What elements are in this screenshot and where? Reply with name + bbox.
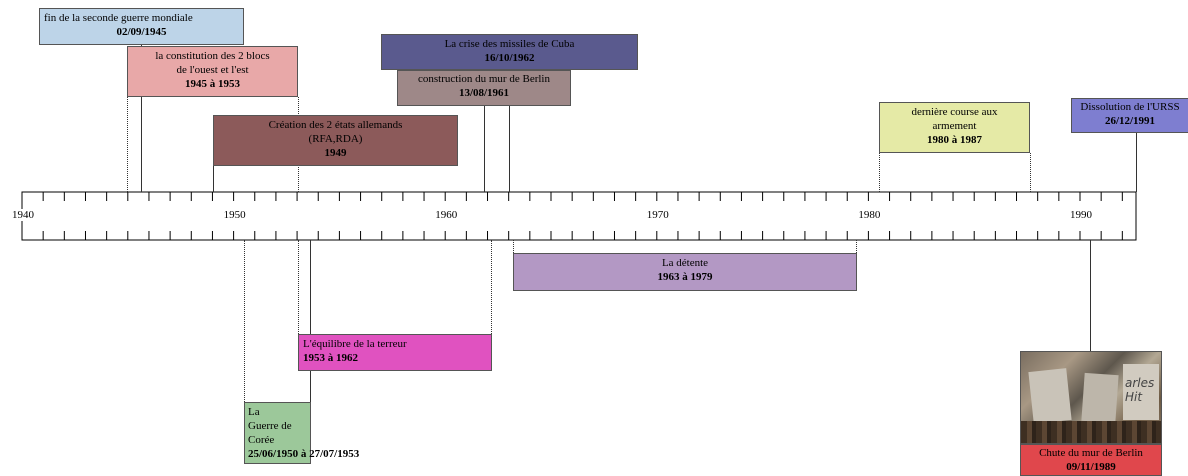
timeline-bar xyxy=(21,191,1137,241)
event-ussr-dissolution[interactable]: Dissolution de l'URSS 26/12/1991 xyxy=(1071,98,1188,133)
connector-line xyxy=(513,240,514,253)
connector-line xyxy=(141,45,142,192)
connector-line xyxy=(879,153,880,192)
connector-line xyxy=(1090,240,1091,351)
berlin-wall-photo: arles Hit xyxy=(1020,351,1162,444)
event-berlin-wall[interactable]: construction du mur de Berlin 13/08/1961 xyxy=(397,70,571,106)
connector-line xyxy=(1136,133,1137,192)
event-title: Dissolution de l'URSS xyxy=(1080,101,1180,113)
event-date: 09/11/1989 xyxy=(1066,461,1116,473)
event-date: 25/06/1950 à 27/07/1953 xyxy=(248,448,360,460)
connector-line xyxy=(1030,153,1031,192)
event-detente[interactable]: La détente 1963 à 1979 xyxy=(513,253,857,291)
connector-line xyxy=(244,240,245,402)
event-date: 13/08/1961 xyxy=(458,87,510,99)
connector-line xyxy=(298,240,299,334)
event-date: 1949 xyxy=(324,147,347,159)
event-date: 02/09/1945 xyxy=(116,26,167,38)
connector-line xyxy=(509,106,510,192)
connector-line xyxy=(491,240,492,334)
event-title: (RFA,RDA) xyxy=(308,133,363,145)
event-title: la constitution des 2 blocs xyxy=(155,50,270,62)
photo-graffiti-text: arles Hit xyxy=(1125,376,1155,404)
connector-line xyxy=(213,166,214,192)
year-label: 1940 xyxy=(10,209,36,221)
event-berlin-wall-fall[interactable]: Chute du mur de Berlin 09/11/1989 xyxy=(1020,444,1162,476)
year-label: 1980 xyxy=(856,209,883,221)
connector-line xyxy=(310,240,311,402)
event-two-blocs[interactable]: la constitution des 2 blocs de l'ouest e… xyxy=(127,46,298,97)
connector-line xyxy=(856,240,857,253)
event-title: armement xyxy=(932,120,977,132)
year-label: 1960 xyxy=(433,209,460,221)
event-balance-of-terror[interactable]: L'équilibre de la terreur 1953 à 1962 xyxy=(298,334,492,371)
event-date: 1945 à 1953 xyxy=(185,78,240,90)
event-date: 1963 à 1979 xyxy=(657,271,713,283)
event-title: de l'ouest et l'est xyxy=(176,64,249,76)
event-two-germanies[interactable]: Création des 2 états allemands (RFA,RDA)… xyxy=(213,115,458,166)
event-title: Chute du mur de Berlin xyxy=(1039,447,1143,459)
event-arms-race[interactable]: dernière course aux armement 1980 à 1987 xyxy=(879,102,1030,153)
connector-line xyxy=(484,106,485,192)
event-title: dernière course aux xyxy=(911,106,998,118)
event-date: 16/10/1962 xyxy=(484,52,535,64)
event-title: La crise des missiles de Cuba xyxy=(444,38,575,50)
event-title: Guerre de xyxy=(248,420,292,432)
event-korean-war[interactable]: La Guerre de Corée 25/06/1950 à 27/07/19… xyxy=(244,402,359,464)
event-wwii-end[interactable]: fin de la seconde guerre mondiale 02/09/… xyxy=(39,8,244,45)
year-label: 1970 xyxy=(644,209,671,221)
event-title: fin de la seconde guerre mondiale xyxy=(44,12,193,24)
event-date: 1953 à 1962 xyxy=(303,352,358,364)
event-title: Création des 2 états allemands xyxy=(268,119,403,131)
event-title: La xyxy=(248,406,260,418)
event-title: construction du mur de Berlin xyxy=(418,73,550,85)
event-title: La détente xyxy=(661,257,709,269)
event-date: 1980 à 1987 xyxy=(927,134,982,146)
event-date: 26/12/1991 xyxy=(1104,115,1156,127)
year-label: 1950 xyxy=(221,209,248,221)
event-title: Corée xyxy=(248,434,275,446)
connector-line xyxy=(127,97,128,192)
event-title: L'équilibre de la terreur xyxy=(303,338,407,350)
event-cuba-crisis[interactable]: La crise des missiles de Cuba 16/10/1962 xyxy=(381,34,638,70)
year-label: 1990 xyxy=(1068,209,1094,221)
